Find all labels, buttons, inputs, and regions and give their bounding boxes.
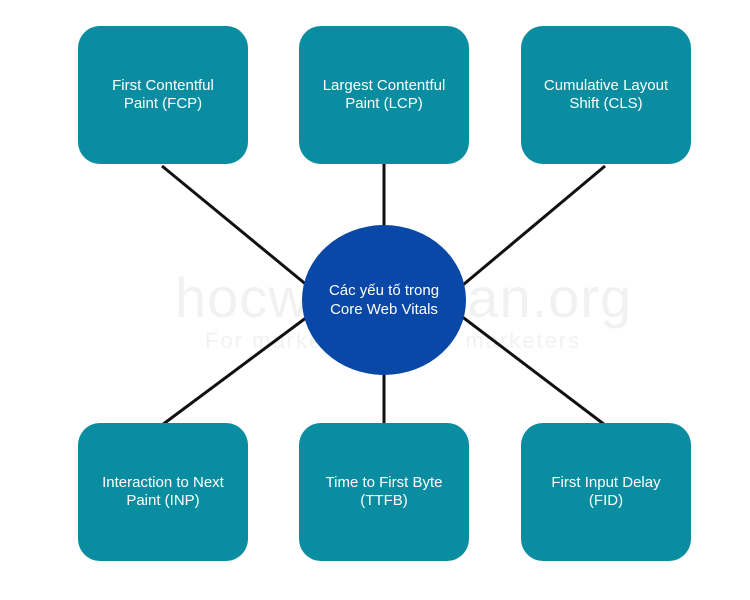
node-fid: First Input Delay (FID)	[521, 423, 691, 561]
connector-fid	[439, 298, 606, 427]
node-ttfb: Time to First Byte (TTFB)	[299, 423, 469, 561]
node-lcp-label: Largest Contentful Paint (LCP)	[322, 77, 446, 112]
node-inp-label: Interaction to Next Paint (INP)	[102, 474, 224, 509]
node-cls: Cumulative Layout Shift (CLS)	[521, 26, 691, 164]
node-fid-label: First Input Delay (FID)	[551, 474, 661, 509]
node-inp: Interaction to Next Paint (INP)	[78, 423, 248, 561]
connector-cls	[444, 164, 606, 302]
connector-inp	[161, 298, 331, 427]
node-fcp-label: First Contentful Paint (FCP)	[112, 77, 214, 112]
node-lcp: Largest Contentful Paint (LCP)	[299, 26, 469, 164]
hub-circle: Các yếu tố trong Core Web Vitals	[302, 225, 466, 375]
node-fcp: First Contentful Paint (FCP)	[78, 26, 248, 164]
hub-label: Các yếu tố trong Core Web Vitals	[328, 282, 440, 318]
connector-fcp	[161, 164, 326, 302]
node-ttfb-label: Time to First Byte (TTFB)	[325, 474, 443, 509]
node-cls-label: Cumulative Layout Shift (CLS)	[543, 77, 669, 112]
